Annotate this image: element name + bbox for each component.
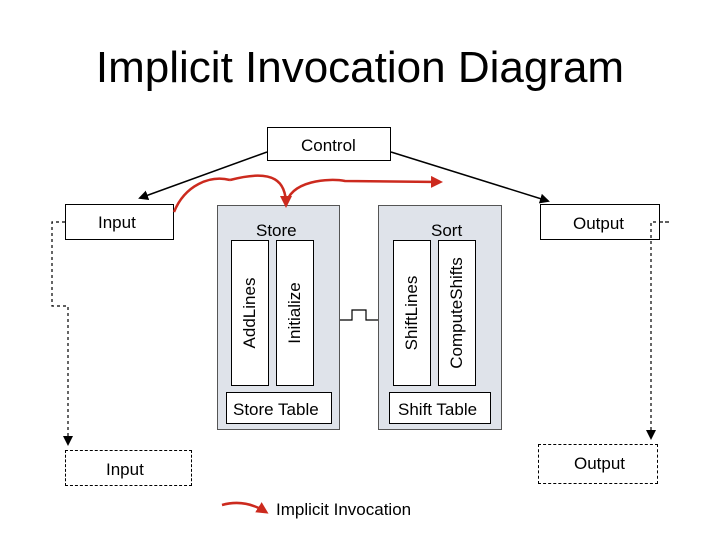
control-label: Control [301, 136, 356, 155]
control-box: Control [267, 127, 391, 161]
input-bottom-box: Input [65, 450, 192, 486]
input-top-box: Input [65, 204, 174, 240]
store-table-label: Store Table [233, 400, 319, 419]
output-bottom-box: Output [538, 444, 658, 484]
input-top-label: Input [98, 213, 136, 232]
legend-arrow [221, 501, 269, 514]
addlines-method: AddLines [231, 240, 269, 386]
control-to-output-arrow [390, 151, 550, 204]
invocation-arrow-input-store [172, 177, 231, 213]
invocation-arrow-to-store [229, 174, 292, 208]
store-sort-connector [340, 309, 378, 321]
output-to-output-dashed-arrow [646, 221, 670, 440]
output-bottom-label: Output [574, 454, 626, 473]
shift-table-label: Shift Table [398, 400, 478, 419]
control-to-input-arrow [138, 151, 268, 200]
output-top-label: Output [573, 214, 625, 233]
store-table-box: Store Table [226, 392, 332, 424]
store-label: Store [256, 221, 297, 240]
diagram-title: Implicit Invocation Diagram [95, 43, 625, 92]
legend-label: Implicit Invocation [276, 500, 412, 519]
input-bottom-label: Input [106, 460, 144, 479]
initialize-method: Initialize [276, 240, 314, 386]
invocation-arrow-store-sort [284, 175, 443, 206]
sort-label: Sort [431, 221, 463, 240]
output-top-box: Output [540, 204, 660, 240]
shiftlines-method: ShiftLines [393, 240, 431, 386]
computeshifts-method: ComputeShifts [438, 240, 476, 386]
shift-table-box: Shift Table [389, 392, 491, 424]
input-to-input-dashed-arrow [51, 221, 73, 446]
